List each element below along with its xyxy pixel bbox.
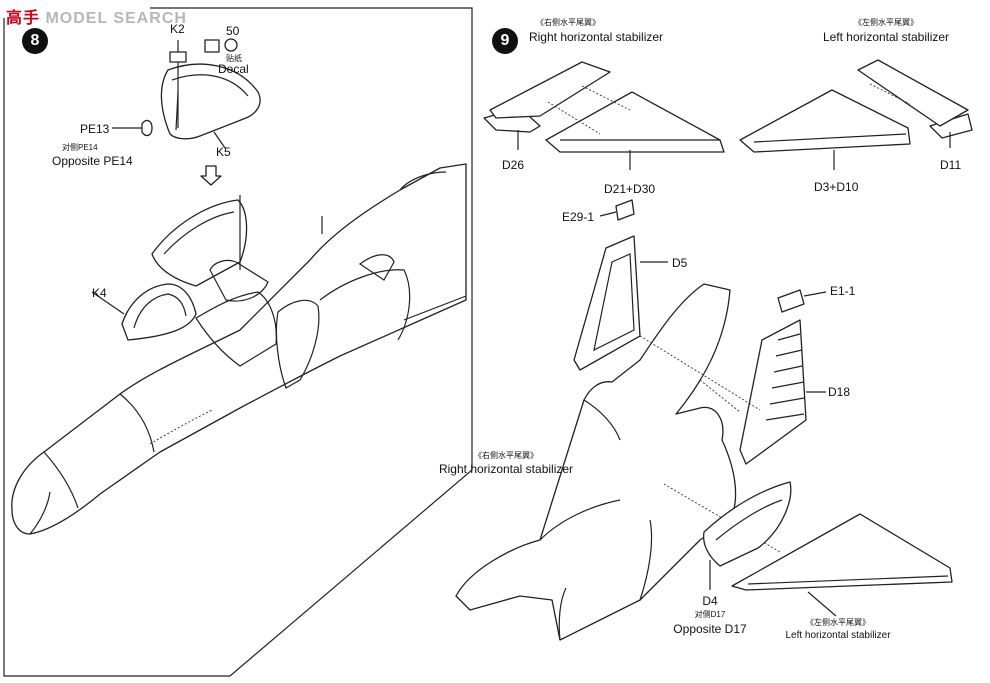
pe13-part [112,119,153,137]
d4-part [702,481,792,567]
left-stab-upper-part [857,59,969,127]
watermark: 高手 MODEL SEARCH [6,10,187,27]
right-stabilizer-2-label: Right horizontal stabilizer [438,462,574,476]
d5-label: D5 [672,256,688,270]
d11-part [929,113,973,139]
left-stabilizer-label: Left horizontal stabilizer [822,30,950,44]
e1-1-label: E1-1 [830,284,856,298]
left-stabilizer-installed-part [731,513,953,591]
d18-rudder-part [739,319,807,465]
d21-d30-label: D21+D30 [604,182,656,196]
k2-part [169,51,187,63]
d21-d30-stabilizer-part [545,91,725,153]
d18-label: D18 [828,385,851,399]
decal-number-label: 50 [226,24,240,38]
fuselage-nose-part [11,163,467,535]
decal-label: Decal [218,62,249,76]
d5-rudder-part [573,235,641,371]
right-stabilizer-2-cn-label: 《右侧水平尾翼》 [474,451,538,460]
k5-label: K5 [216,145,231,159]
pe13-label: PE13 [80,122,110,136]
e29-1-part [615,199,635,221]
d3-d10-stabilizer-part [739,89,911,153]
k4-label: K4 [92,286,107,300]
right-stabilizer-label: Right horizontal stabilizer [528,30,664,44]
d11-label: D11 [940,158,962,172]
pe13-opposite-cn-label: 对侧PE14 [62,143,98,152]
left-stabilizer-2-label: Left horizontal stabilizer [785,630,891,641]
step-9-badge: 9 [492,28,518,54]
right-stab-upper-part [489,61,631,135]
k2-label: K2 [170,22,185,36]
pe13-opposite-label: Opposite PE14 [52,154,133,168]
left-stabilizer-2-cn-label: 《左侧水平尾翼》 [806,618,870,627]
d4-opposite-cn-label: 对侧D17 [694,610,726,619]
d26-label: D26 [502,158,525,172]
k4-windscreen-part [91,283,197,341]
rear-canopy-part [151,199,248,287]
decal-cn-label: 贴纸 [226,54,242,63]
left-stabilizer-cn-label: 《左侧水平尾翼》 [854,18,918,27]
right-stabilizer-cn-label: 《右侧水平尾翼》 [536,18,600,27]
d4-opposite-label: Opposite D17 [673,622,747,636]
down-arrow-icon [200,165,222,186]
step-8-badge: 8 [22,28,48,54]
decal-50-icon [204,38,238,53]
e29-1-label: E29-1 [562,210,595,224]
step8-panel-border [3,7,473,677]
d4-label: D4 [702,594,718,608]
d3-d10-label: D3+D10 [814,180,859,194]
e1-1-part [777,289,805,313]
